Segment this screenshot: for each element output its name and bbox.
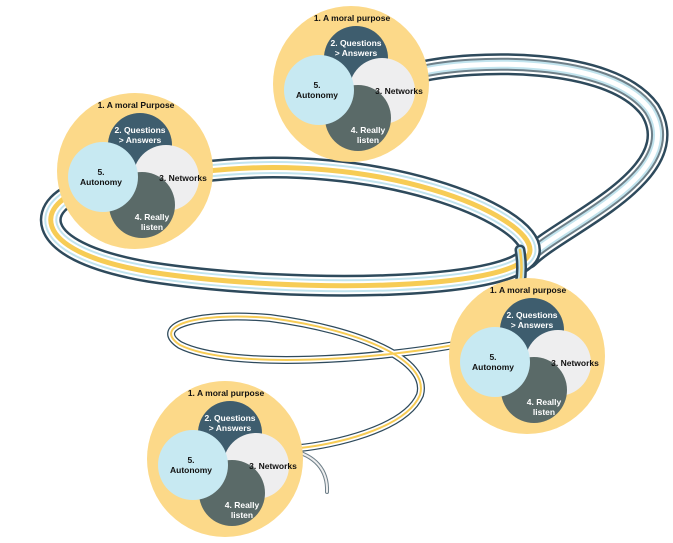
autonomy-label-line: Autonomy: [80, 177, 122, 187]
networks-label-line: 3. Networks: [159, 173, 207, 183]
listen-label-line: 4. Really: [527, 397, 562, 407]
cluster-top: 1. A moral purpose 2. Questions> Answers 3…: [273, 6, 429, 162]
cluster-title-line: 1. A moral purpose: [188, 388, 265, 398]
cluster-title: 1. A moral purpose: [490, 285, 567, 295]
cluster-left: 1. A moral Purpose 2. Questions> Answers 3…: [57, 93, 213, 249]
questions-label-line: 2. Questions: [330, 38, 381, 48]
cluster-title-line: 1. A moral purpose: [490, 285, 567, 295]
autonomy-label-line: Autonomy: [296, 90, 338, 100]
cluster-title-line: 1. A moral Purpose: [98, 100, 175, 110]
autonomy-label-line: Autonomy: [472, 362, 514, 372]
autonomy-label: 5.Autonomy: [80, 167, 122, 187]
autonomy-label: 5.Autonomy: [170, 455, 212, 475]
cluster-title-line: 1. A moral purpose: [314, 13, 391, 23]
listen-label-line: listen: [141, 222, 163, 232]
autonomy-circle: [284, 55, 354, 125]
networks-label-line: 3. Networks: [375, 86, 423, 96]
networks-label: 3. Networks: [375, 86, 423, 96]
cluster-bottom: 1. A moral purpose 2. Questions> Answers 3…: [147, 381, 303, 537]
networks-label-line: 3. Networks: [551, 358, 599, 368]
listen-label-line: listen: [231, 510, 253, 520]
cluster-right: 1. A moral purpose 2. Questions> Answers 3…: [449, 278, 605, 434]
cluster-title: 1. A moral purpose: [188, 388, 265, 398]
questions-label-line: > Answers: [511, 320, 554, 330]
ribbon-small-loop: [167, 312, 474, 452]
listen-label-line: listen: [533, 407, 555, 417]
networks-label: 3. Networks: [159, 173, 207, 183]
questions-label-line: > Answers: [335, 48, 378, 58]
questions-label-line: 2. Questions: [114, 125, 165, 135]
cluster-title: 1. A moral purpose: [314, 13, 391, 23]
autonomy-label-line: 5.: [97, 167, 104, 177]
questions-label-line: 2. Questions: [506, 310, 557, 320]
listen-label-line: listen: [357, 135, 379, 145]
autonomy-label: 5.Autonomy: [296, 80, 338, 100]
questions-label-line: 2. Questions: [204, 413, 255, 423]
autonomy-label-line: 5.: [313, 80, 320, 90]
autonomy-label-line: 5.: [489, 352, 496, 362]
questions-label-line: > Answers: [209, 423, 252, 433]
listen-label-line: 4. Really: [225, 500, 260, 510]
questions-label: 2. Questions> Answers: [204, 413, 255, 433]
networks-label: 3. Networks: [551, 358, 599, 368]
cluster-title: 1. A moral Purpose: [98, 100, 175, 110]
autonomy-circle: [460, 327, 530, 397]
ribbon-left-loop: [39, 156, 542, 297]
networks-label: 3. Networks: [249, 461, 297, 471]
questions-label: 2. Questions> Answers: [114, 125, 165, 145]
ribbon-top-loop: [409, 53, 669, 269]
questions-label-line: > Answers: [119, 135, 162, 145]
autonomy-label: 5.Autonomy: [472, 352, 514, 372]
autonomy-circle: [158, 430, 228, 500]
networks-label-line: 3. Networks: [249, 461, 297, 471]
questions-label: 2. Questions> Answers: [330, 38, 381, 58]
listen-label-line: 4. Really: [351, 125, 386, 135]
autonomy-circle: [68, 142, 138, 212]
autonomy-label-line: Autonomy: [170, 465, 212, 475]
questions-label: 2. Questions> Answers: [506, 310, 557, 330]
autonomy-label-line: 5.: [187, 455, 194, 465]
listen-label-line: 4. Really: [135, 212, 170, 222]
